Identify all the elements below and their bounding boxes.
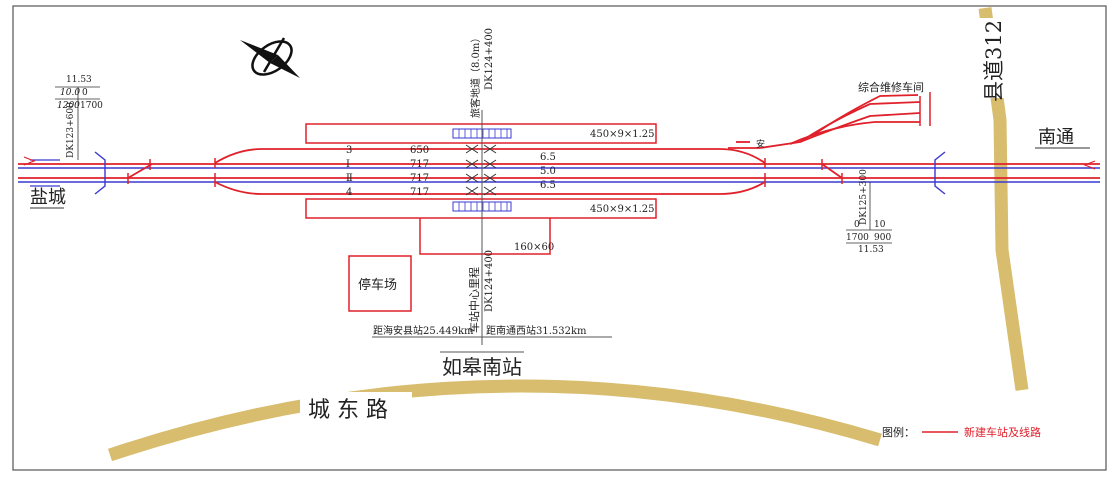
compass-icon — [240, 37, 300, 78]
east-direction-label: 南通 — [1038, 127, 1074, 148]
west-elevation: 11.53 — [66, 75, 92, 85]
west-profile: 11.53 10.0 0 1200 1700 DK123+600 — [55, 75, 103, 160]
west-arrow-out — [23, 156, 36, 166]
west-length-left: 1200 — [57, 101, 80, 111]
east-tunnel-portal — [934, 151, 946, 195]
east-mileage: DK125+300 — [859, 169, 869, 225]
diagram-frame — [12, 5, 1107, 471]
south-platform-dim: 450×9×1.25 — [590, 204, 654, 215]
east-length-right: 900 — [874, 233, 891, 243]
track-4-length: 717 — [410, 187, 429, 198]
roads: 城 东 路 县道312 — [107, 7, 1029, 462]
city-east-road — [107, 379, 882, 462]
west-length-right: 1700 — [80, 101, 103, 111]
track-labels: 3 Ⅰ Ⅱ 4 650 717 717 717 6.5 5.0 6.5 — [346, 145, 556, 198]
track-I-length: 717 — [410, 159, 429, 170]
mainline — [18, 151, 1100, 195]
west-tunnel-portal — [94, 151, 106, 195]
parking-lot-label: 停车场 — [358, 277, 397, 293]
switch-marks — [127, 92, 931, 187]
center-mileage-label: 车站中心里程 — [467, 267, 481, 333]
south-platform — [305, 198, 657, 219]
east-length-left: 1700 — [846, 233, 869, 243]
maintenance-depot-label: 综合维修车间 — [858, 80, 924, 94]
east-grade-left: 0 — [854, 220, 860, 230]
city-east-road-label: 城 东 路 — [308, 398, 388, 423]
station-tracks — [127, 94, 921, 195]
basic-platform-dim: 160×60 — [514, 242, 554, 253]
east-profile: DK125+300 0 10 1700 900 11.53 — [846, 169, 892, 255]
spacing-2: 5.0 — [540, 166, 556, 177]
track-II-name: Ⅱ — [346, 173, 353, 184]
track-4-name: 4 — [346, 187, 352, 198]
parking-lot-box — [348, 255, 412, 312]
north-platform-dim: 450×9×1.25 — [590, 129, 654, 140]
basic-platform — [419, 218, 551, 255]
west-grade-right: 0 — [82, 88, 88, 98]
spacing-3: 6.5 — [540, 180, 556, 191]
west-direction-label: 盐城 — [30, 187, 66, 208]
track-I-name: Ⅰ — [346, 159, 350, 170]
safety-siding-label: 安 — [756, 138, 765, 150]
county-road-label: 县道312 — [982, 20, 1006, 102]
distance-east: 距南通西站31.532km — [486, 324, 587, 337]
east-elevation: 11.53 — [858, 245, 884, 255]
north-platform — [305, 123, 657, 144]
west-mileage: DK123+600 — [66, 102, 76, 158]
center-mileage: DK124+400 — [484, 250, 495, 312]
overpass-label: 旅客地道（8.0m） — [469, 33, 482, 118]
track-3-length: 650 — [410, 145, 429, 156]
distance-west: 距海安县站25.449km — [373, 324, 474, 337]
track-II-length: 717 — [410, 173, 429, 184]
legend-item: 新建车站及线路 — [964, 425, 1041, 439]
east-grade-right: 10 — [874, 220, 886, 230]
legend: 图例： 新建车站及线路 — [882, 425, 1041, 439]
east-arrow-out — [1083, 160, 1096, 170]
overpass-mileage: DK124+400 — [484, 28, 495, 90]
platforms — [305, 123, 657, 255]
station-name: 如皋南站 — [442, 355, 522, 379]
west-grade-left: 10.0 — [60, 88, 80, 98]
legend-title: 图例： — [882, 425, 915, 439]
track-3-name: 3 — [346, 145, 352, 156]
spacing-1: 6.5 — [540, 152, 556, 163]
